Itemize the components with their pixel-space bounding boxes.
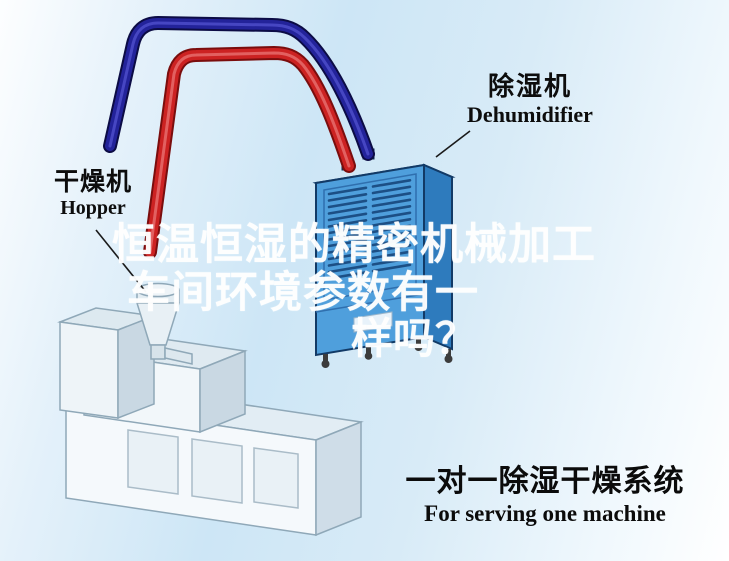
hopper-label: 干燥机 Hopper: [47, 168, 139, 220]
dehumidifier-pointer-line: [435, 130, 471, 158]
vent-frame: [323, 173, 417, 301]
funnel-outlet-pipe: [164, 347, 193, 365]
gearbox-front: [59, 321, 119, 419]
blue-hose-outline: [103, 16, 375, 161]
funnel-lid: [136, 282, 180, 298]
return-air-hose-blue: [103, 16, 375, 161]
hopper-label-cn: 干燥机: [53, 168, 132, 196]
vent-slats-left: [327, 186, 368, 280]
extruder-end-face: [315, 420, 362, 537]
hopper-label-en: Hopper: [60, 196, 126, 219]
system-caption: 一对一除湿干燥系统 For serving one machine: [392, 456, 698, 527]
hopper-pointer-line: [95, 229, 147, 293]
dry-air-hose-red: [143, 46, 356, 259]
blue-hose-highlight: [108, 21, 370, 156]
casters: [321, 337, 453, 368]
extruder-panel: [127, 429, 179, 495]
funnel-neck: [150, 344, 166, 360]
extruder-machine: [57, 282, 364, 537]
system-caption-en: For serving one machine: [424, 501, 666, 526]
extruder-block-side: [199, 349, 246, 434]
dehumidifier-label-cn: 除湿机: [487, 71, 572, 101]
system-caption-cn: 一对一除湿干燥系统: [405, 465, 685, 498]
dehumidifier-label-en: Dehumidifier: [467, 101, 593, 127]
hopper-funnel: [135, 282, 193, 365]
funnel-cone: [135, 302, 181, 346]
vent-slats-right: [371, 179, 412, 273]
dehumidifier-label: 除湿机 Dehumidifier: [447, 71, 613, 127]
nameplate: [353, 311, 393, 333]
extruder-panel: [253, 447, 299, 509]
extruder-panel: [191, 438, 243, 504]
dehumidifier-unit: [312, 148, 456, 368]
watermark-line-3: 样吗？: [351, 315, 478, 362]
watermark-line-1: 恒温恒湿的精密机械加工: [112, 221, 596, 269]
watermark-line-2: 车间环境参数有一: [127, 269, 479, 317]
front-divider-line: [315, 293, 425, 313]
red-hose-highlight: [148, 51, 351, 254]
blue-hose: [105, 18, 373, 159]
